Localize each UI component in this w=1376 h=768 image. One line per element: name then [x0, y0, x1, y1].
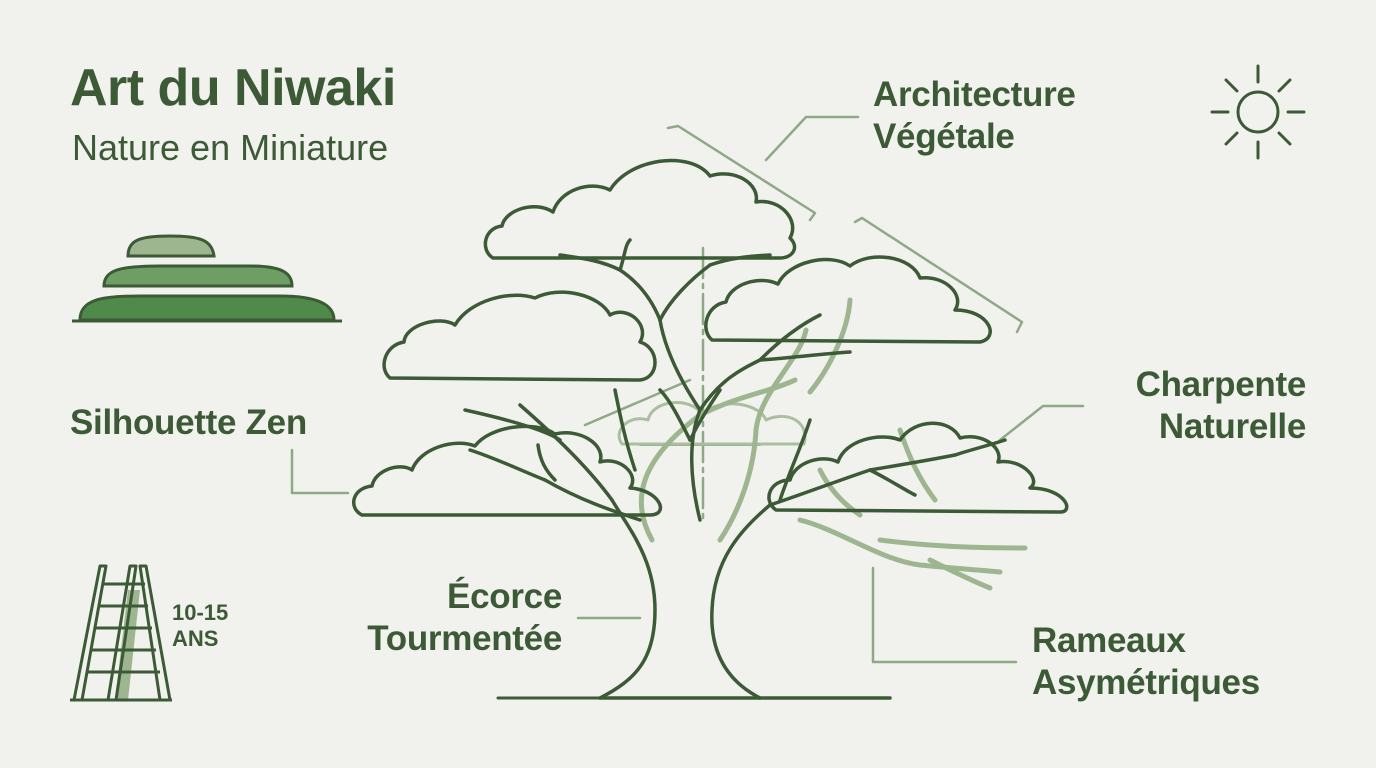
label-architecture-vegetale: Architecture Végétale	[873, 74, 1076, 158]
label-rameaux-asymetriques: Rameaux Asymétriques	[1032, 620, 1260, 704]
label-silhouette-zen: Silhouette Zen	[70, 403, 307, 442]
ladder-icon	[70, 564, 172, 702]
age-range: 10-15	[172, 600, 229, 625]
sun-icon	[1210, 64, 1306, 160]
label-charpente-naturelle: Charpente Naturelle	[1098, 364, 1307, 448]
page-subtitle: Nature en Miniature	[72, 127, 389, 168]
label-line: Architecture	[873, 75, 1076, 114]
cloud-pads	[351, 158, 1069, 517]
ladder-age-label: 10-15 ANS	[172, 600, 228, 653]
callout-lines	[290, 115, 1085, 664]
label-ecorce-tourmentee: Écorce Tourmentée	[320, 576, 562, 660]
label-line: Asymétriques	[1032, 663, 1260, 702]
label-line: Naturelle	[1158, 407, 1306, 446]
layered-cloud-icon	[72, 234, 342, 323]
age-unit: ANS	[172, 626, 219, 652]
label-line: Végétale	[873, 117, 1015, 156]
page-title: Art du Niwaki	[70, 59, 396, 117]
label-line: Rameaux	[1032, 621, 1186, 660]
label-line: Charpente	[1135, 365, 1307, 404]
label-line: Tourmentée	[367, 619, 562, 658]
label-line: Écorce	[447, 577, 562, 616]
